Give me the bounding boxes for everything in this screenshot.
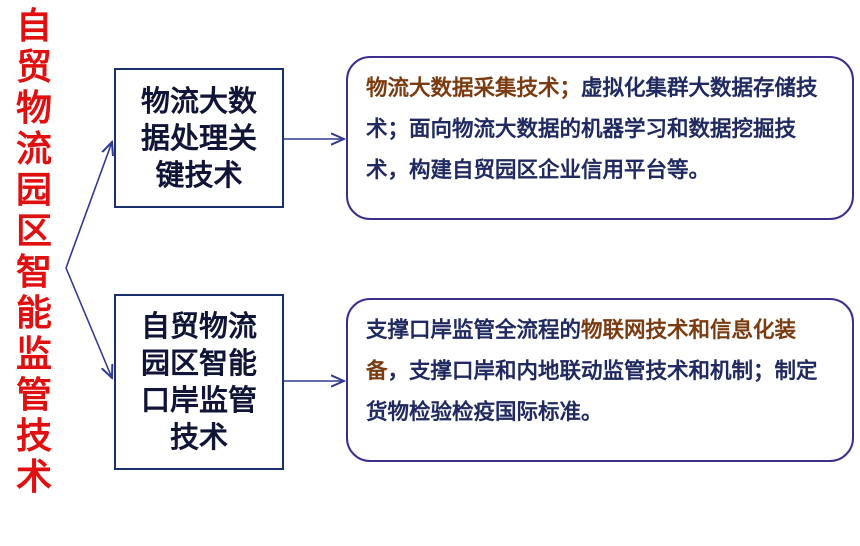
title-char: 园 bbox=[15, 170, 52, 211]
detail-box-port-supervision: 支撑口岸监管全流程的物联网技术和信息化装备，支撑口岸和内地联动监管技术和机制；制… bbox=[346, 298, 854, 462]
title-char: 管 bbox=[15, 375, 52, 416]
arrow-to-box-1 bbox=[65, 142, 112, 269]
title-char: 能 bbox=[15, 293, 52, 334]
box-line: 据处理关 bbox=[140, 120, 257, 155]
title-char: 物 bbox=[15, 88, 52, 129]
box-line: 键技术 bbox=[155, 157, 243, 192]
box-line: 技术 bbox=[169, 420, 228, 454]
detail-box-big-data: 物流大数据采集技术；虚拟化集群大数据存储技术；面向物流大数据的机器学习和数据挖掘… bbox=[346, 56, 854, 220]
detail-text-highlight: 物流大数据采集技术； bbox=[366, 76, 582, 101]
title-char: 贸 bbox=[15, 47, 52, 88]
detail-text: ，支撑口岸和内地联动监管技术和机制；制定货物检验检疫国际标准。 bbox=[366, 359, 818, 425]
box-line: 园区智能 bbox=[140, 346, 257, 380]
title-char: 技 bbox=[15, 416, 52, 457]
arrow-to-box-2 bbox=[65, 267, 112, 378]
detail-text: 虚拟化集群大数据存储技术；面向物流大数据的机器学习和数据挖掘技术，构建自贸园区企… bbox=[366, 76, 818, 183]
box-line: 物流大数 bbox=[140, 83, 257, 118]
vertical-title: 自 贸 物 流 园 区 智 能 监 管 技 术 bbox=[12, 6, 56, 498]
box-line: 口岸监管 bbox=[140, 383, 257, 417]
box-line: 自贸物流 bbox=[140, 309, 257, 343]
box-port-supervision-tech: 自贸物流 园区智能 口岸监管 技术 bbox=[114, 294, 284, 470]
detail-text: 支撑口岸监管全流程的 bbox=[366, 318, 582, 343]
title-char: 智 bbox=[15, 252, 52, 293]
box-big-data-tech: 物流大数 据处理关 键技术 bbox=[114, 68, 284, 208]
title-char: 监 bbox=[15, 334, 52, 375]
title-char: 区 bbox=[15, 211, 52, 252]
title-char: 流 bbox=[15, 129, 52, 170]
detail-text-highlight: 物联网技术和信息化装备 bbox=[366, 318, 797, 384]
title-char: 术 bbox=[15, 457, 52, 498]
title-char: 自 bbox=[15, 6, 52, 47]
